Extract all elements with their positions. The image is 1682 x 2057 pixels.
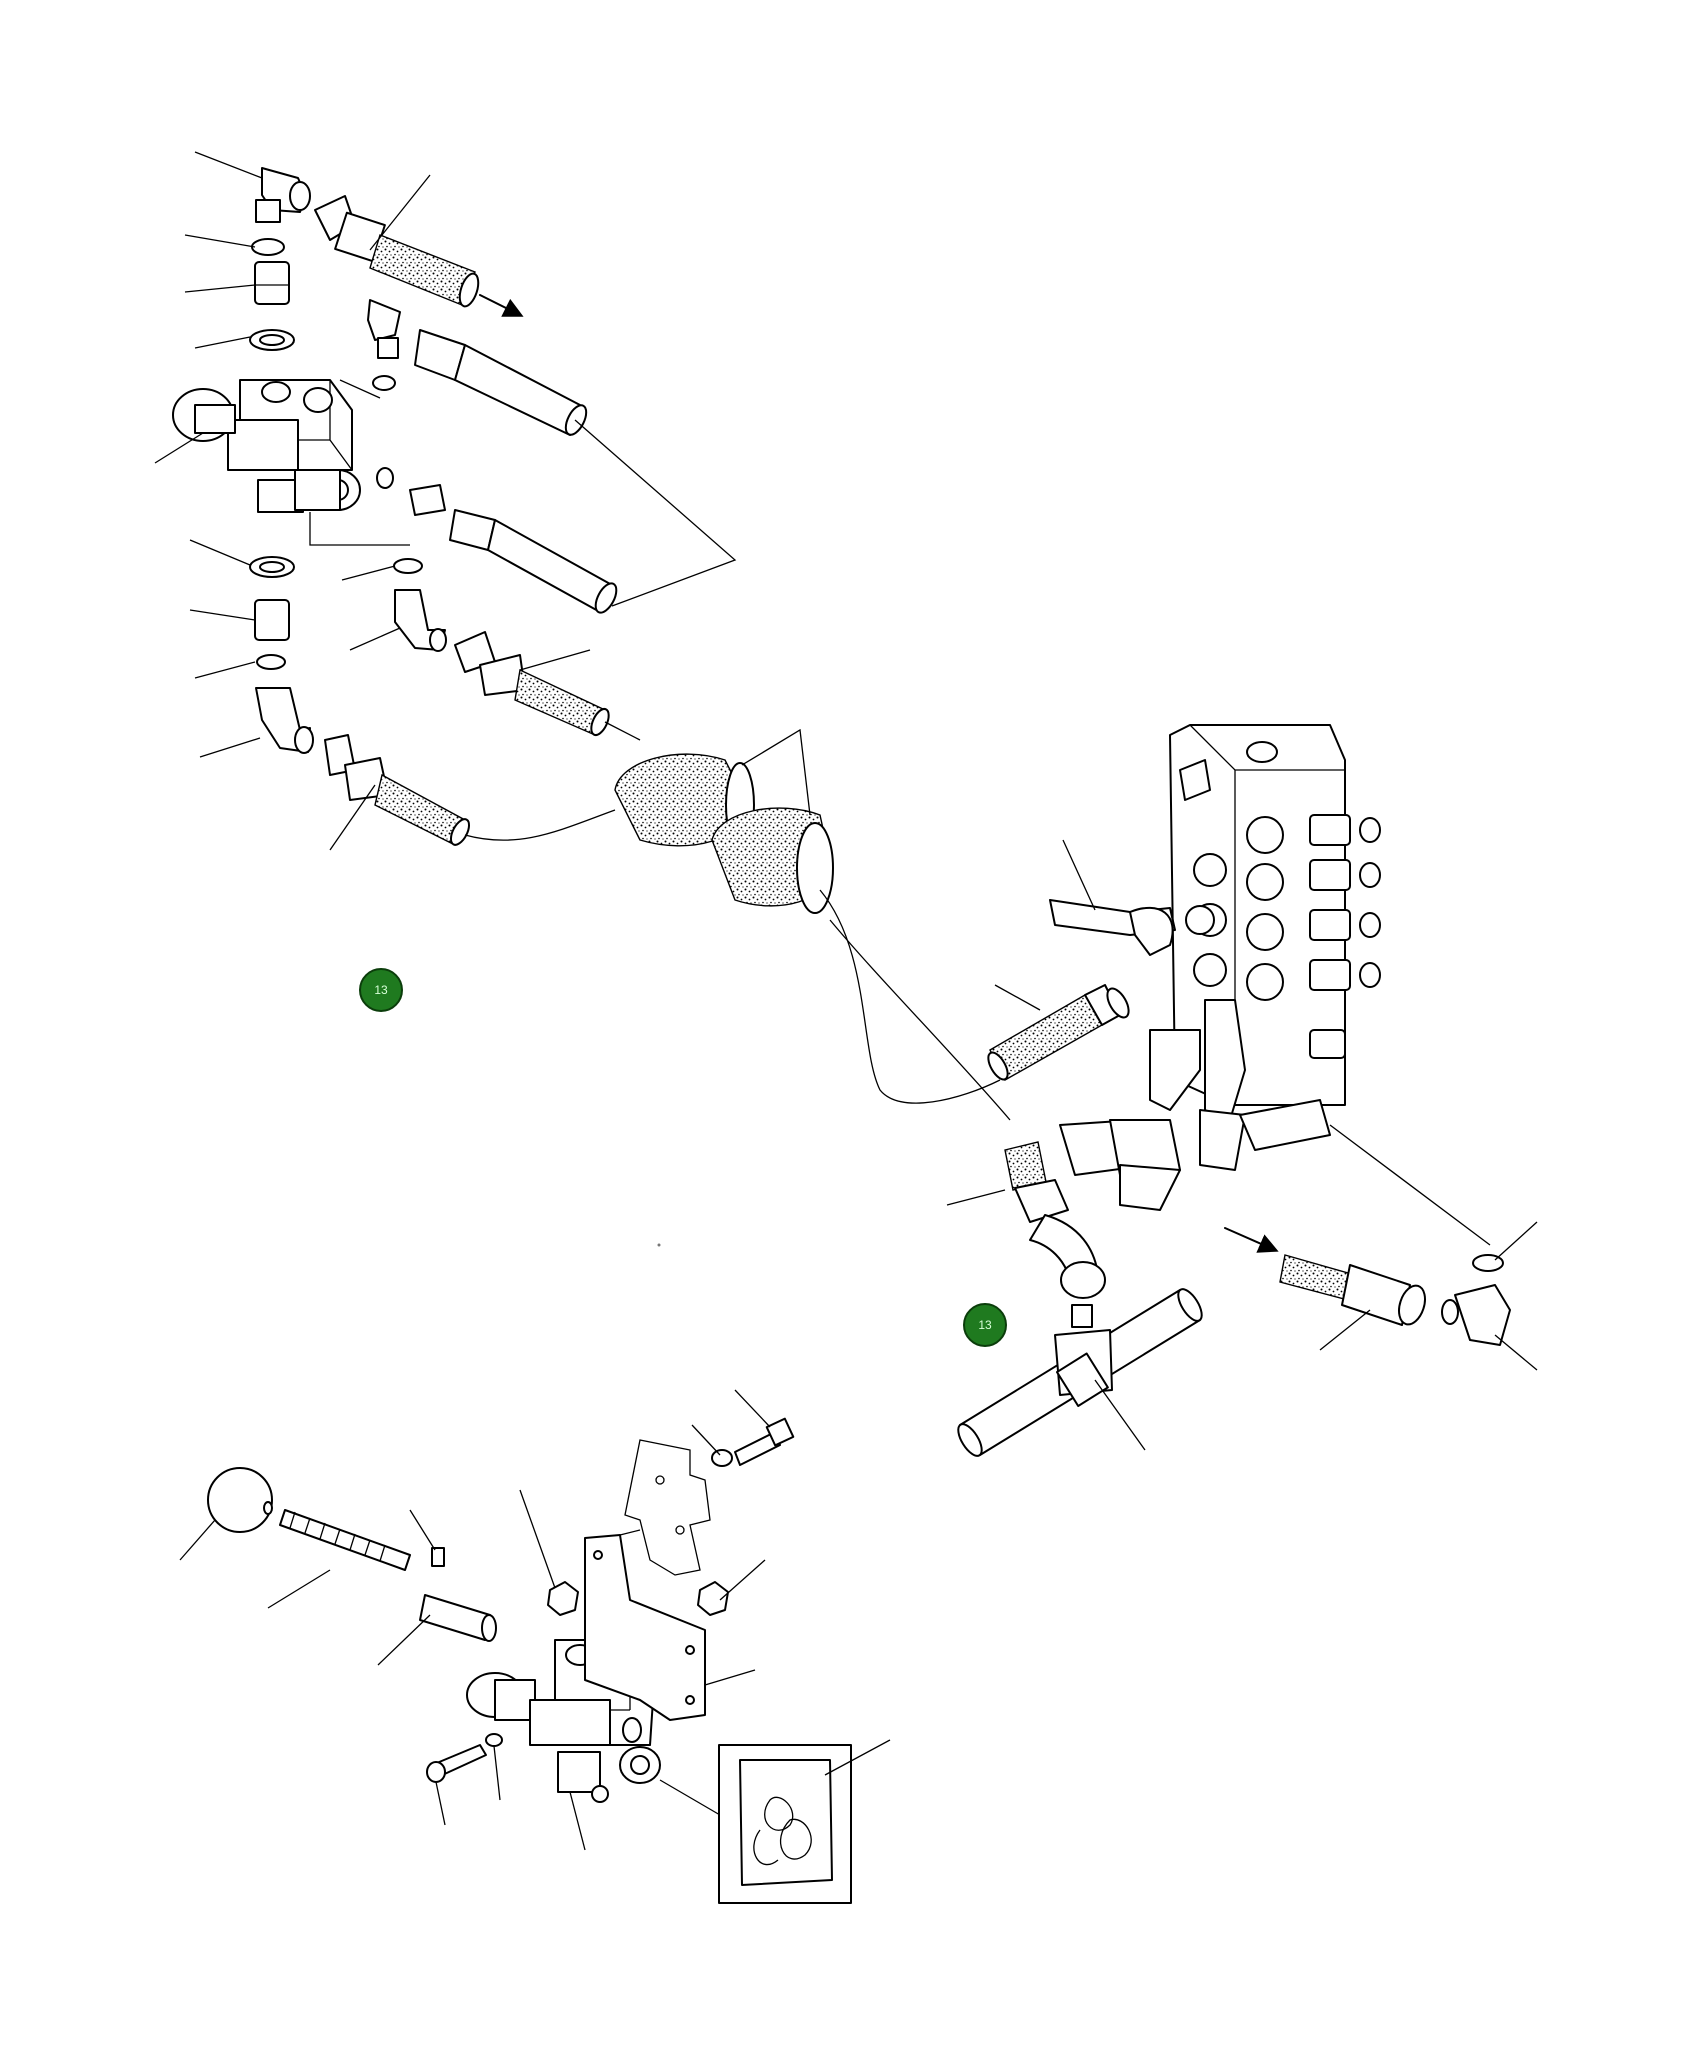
protective-sleeves (614, 728, 834, 914)
upper-valve-assembly (172, 167, 410, 754)
reference-callout-13[interactable]: 13 (963, 1303, 1007, 1347)
lower-lever-assembly (207, 1417, 852, 1904)
stray-dot (657, 1243, 661, 1247)
reference-callout-13[interactable]: 13 (359, 968, 403, 1012)
control-valve-bank (1049, 724, 1491, 1246)
long-hose-runs (819, 889, 1011, 1121)
mid-right-fittings (957, 984, 1511, 1457)
callout-label: 13 (978, 1318, 992, 1332)
upper-hoses (314, 195, 737, 846)
callout-label: 13 (374, 983, 388, 997)
leader-lines (154, 151, 1538, 1851)
